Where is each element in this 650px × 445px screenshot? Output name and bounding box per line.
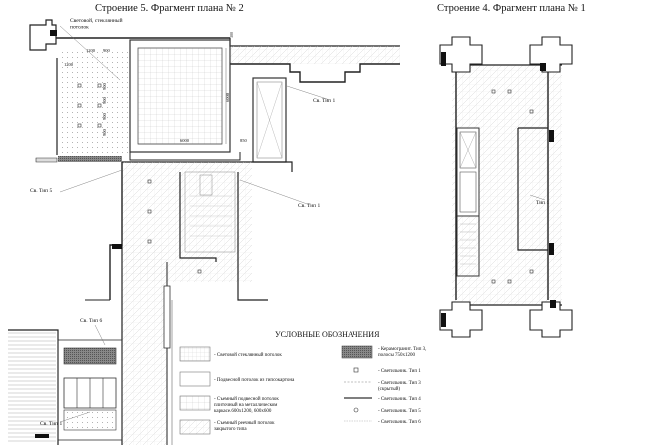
legend-swatch-tile-ceiling xyxy=(179,395,211,411)
legend-left-entries: - Световой стеклянный потолок - Подвесной… xyxy=(214,353,295,432)
legend-right-entries: - Керамогранит. Тип 3,полосы 750х1200 - С… xyxy=(378,347,426,425)
svg-text:900: 900 xyxy=(102,129,107,137)
legend-swatch-skylight xyxy=(179,346,211,362)
legend-right-item-5: - Светильник. Тип 5 xyxy=(378,409,421,414)
svg-text:900: 900 xyxy=(103,48,111,53)
right-plan-title: Строение 4. Фрагмент плана № 1 xyxy=(437,3,586,14)
label-sv-tip1-c: Св. Тип 1 xyxy=(40,421,62,427)
svg-text:900: 900 xyxy=(102,97,107,105)
legend: УСЛОВНЫЕ ОБОЗНАЧЕНИЯ - Световой стеклянн… xyxy=(179,330,426,435)
svg-text:900: 900 xyxy=(102,83,107,91)
svg-text:6000: 6000 xyxy=(180,138,190,143)
legend-left-item-2: - Подвесной потолок из гипсокартона xyxy=(214,378,295,383)
legend-title: УСЛОВНЫЕ ОБОЗНАЧЕНИЯ xyxy=(275,330,380,339)
left-plan-title: Строение 5. Фрагмент плана № 2 xyxy=(95,3,244,14)
legend-right-item-3: - Светильник. Тип 3(скрытый) xyxy=(378,381,421,392)
left-dimensions: 1200 900 1200 900 900 900 900 6000 6000 … xyxy=(64,32,248,143)
light-type1-icon xyxy=(353,367,359,373)
svg-text:1200: 1200 xyxy=(64,62,74,67)
label-sv-tip6: Св. Тип 6 xyxy=(80,318,102,324)
legend-swatch-porcelain xyxy=(341,345,373,359)
legend-right-item-1: - Керамогранит. Тип 3,полосы 750х1200 xyxy=(378,347,426,358)
svg-text:6000: 6000 xyxy=(225,92,230,102)
legend-swatch-gypsum xyxy=(179,371,211,387)
svg-text:1200: 1200 xyxy=(86,48,96,53)
legend-right-item-4: - Светильник. Тип 4 xyxy=(378,397,421,402)
label-sv-tip5: Св. Тип 5 xyxy=(30,188,52,194)
svg-text:850: 850 xyxy=(240,138,248,143)
svg-text:900: 900 xyxy=(102,113,107,121)
legend-right-item-6: - Светильник. Тип 6 xyxy=(378,420,421,425)
label-sv-tip1-a: Св. Тип 1 xyxy=(313,98,335,104)
legend-left-item-1: - Световой стеклянный потолок xyxy=(214,353,282,358)
label-sv-tip1-b: Св. Тип 1 xyxy=(298,203,320,209)
svg-text:300: 300 xyxy=(229,32,234,38)
legend-right-item-2: - Светильник. Тип 1 xyxy=(378,369,421,374)
left-plan xyxy=(8,19,400,445)
legend-swatch-rack-ceiling xyxy=(179,419,211,435)
left-labels: Св. Тип 1 Св. Тип 5 Св. Тип 1 Св. Тип 6 … xyxy=(30,17,335,427)
label-tip1-right: Тип 1 xyxy=(536,200,549,206)
right-plan xyxy=(439,36,573,338)
light-type5-icon xyxy=(353,407,359,413)
